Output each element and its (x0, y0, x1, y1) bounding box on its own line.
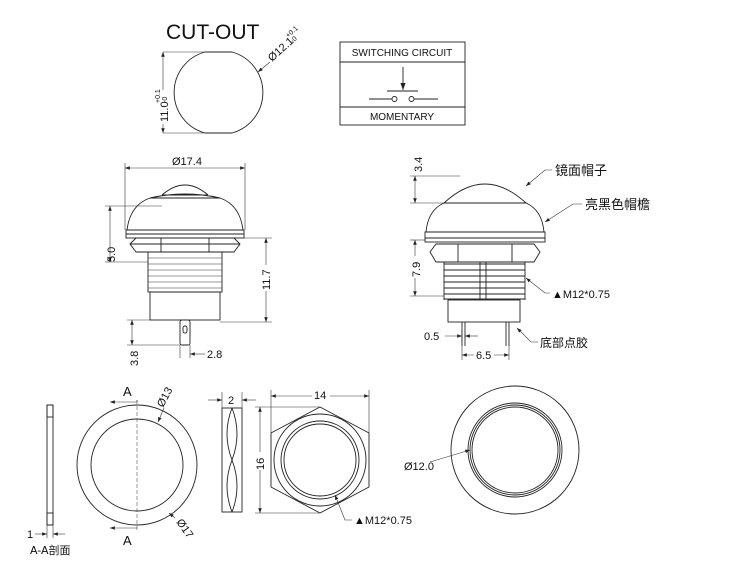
front-diameter-label: Ø17.4 (172, 156, 202, 168)
front-total-height-label: 11.7 (261, 269, 273, 290)
dome-height-label: 3.4 (413, 157, 425, 172)
nut-thread-label: ▲M12*0.75 (354, 515, 412, 527)
front-cap-height-label: 5.0 (106, 247, 118, 262)
front-pin-width-label: 2.8 (207, 349, 222, 361)
front-view: Ø17.4 5.0 11.7 3.8 2.8 (105, 156, 273, 366)
washer-thickness-label: 1 (27, 529, 33, 541)
section-mark-bottom: A (123, 533, 132, 548)
nut-width-label: 14 (314, 390, 326, 402)
washer-outer-diameter-label: Ø17 (174, 517, 196, 541)
washer-view: 1 A-A剖面 A A Ø13 Ø17 (27, 384, 198, 557)
section-mark-top: A (123, 384, 132, 399)
cutout-shape (173, 51, 264, 134)
pin-spacing-label: 6.5 (476, 350, 491, 362)
top-view: Ø12.0 (404, 385, 580, 515)
cutout-height-label: 11.0 (159, 101, 171, 122)
black-rim-label: 亮黑色帽檐 (585, 197, 650, 213)
momentary-switch-symbol-icon (369, 67, 438, 102)
cutout-title: CUT-OUT (166, 21, 259, 44)
cutout-height-tol-plus: +0.1 (155, 89, 162, 103)
circuit-footer: MOMENTARY (370, 112, 434, 123)
side-thread-label: ▲M12*0.75 (552, 289, 610, 301)
washer-inner-diameter-label: Ø13 (155, 385, 175, 409)
thread-length-label: 7.9 (411, 262, 423, 277)
mirror-cap-label: 镜面帽子 (555, 163, 607, 179)
nut-view: 2 14 16 ▲M12*0.75 (208, 388, 412, 527)
section-label: A-A剖面 (30, 543, 71, 557)
top-diameter-label: Ø12.0 (404, 461, 434, 473)
side-view: 3.4 7.9 0.5 6.5 镜面帽子 亮黑色帽檐 ▲M12*0.75 底部点… (409, 157, 650, 362)
nut-height-label: 16 (255, 458, 267, 470)
switching-circuit-box: SWITCHING CIRCUIT MOMENTARY (339, 41, 466, 126)
cutout-height-tol-minus: -0 (162, 97, 169, 103)
nut-thickness-label: 2 (228, 395, 234, 407)
pin-thickness-label: 0.5 (424, 331, 439, 343)
cutout-view: CUT-OUT 11.0 +0.1 -0 Ø12.1 +0.1 -0 (155, 21, 300, 134)
cutout-diameter-tol-minus: -0 (289, 35, 298, 44)
hex-nut-shape (270, 406, 370, 514)
circuit-header: SWITCHING CIRCUIT (352, 48, 453, 59)
bottom-glue-label: 底部点胶 (540, 335, 588, 350)
front-pin-length-label: 3.8 (129, 351, 141, 366)
